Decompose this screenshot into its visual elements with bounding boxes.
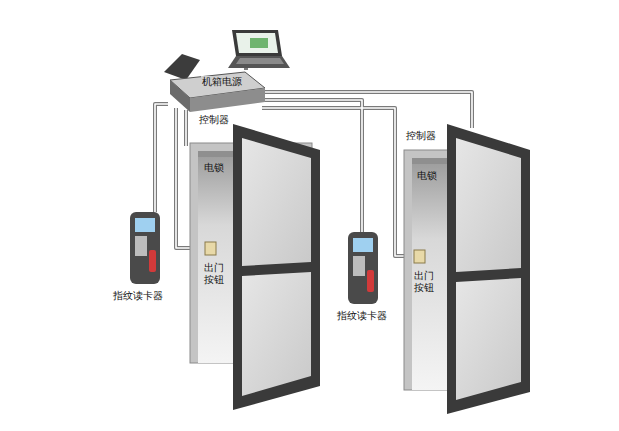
part-label: 电锁 [416, 170, 438, 182]
box-front [190, 88, 265, 112]
laptop-display [250, 38, 268, 48]
reader-body [348, 232, 378, 304]
door-glass [242, 272, 311, 396]
reader-screen [353, 238, 373, 252]
laptop-display [236, 33, 278, 53]
box-side [170, 80, 190, 112]
laptop-keyboard [236, 58, 284, 64]
laptop [228, 30, 290, 68]
laptop-base [228, 56, 290, 68]
part-label: 控制器 [405, 130, 437, 142]
reader-keypad [135, 236, 147, 256]
reader-keypad [353, 256, 365, 276]
door [404, 124, 530, 414]
laptop-screen [232, 30, 282, 56]
part-label: 机箱电源 [201, 76, 243, 88]
part-label: 控制器 [198, 114, 230, 126]
reader-sensor [367, 270, 374, 292]
box-lid [164, 54, 200, 80]
door-leaf [233, 124, 320, 410]
part-label: 电锁 [203, 162, 225, 174]
exit-button [205, 242, 216, 255]
reader-body [130, 212, 160, 284]
fingerprint-reader [130, 212, 160, 284]
reader-screen [135, 218, 155, 232]
door-glass [456, 138, 521, 272]
fingerprint-reader [348, 232, 378, 304]
door-glass [242, 138, 311, 266]
part-label: 出门 按钮 [203, 262, 229, 286]
door-glass [456, 278, 521, 400]
part-label: 指纹读卡器 [112, 290, 164, 302]
door-leaf [447, 124, 530, 414]
reader-sensor [149, 250, 156, 272]
door [190, 124, 320, 410]
wire [184, 110, 188, 146]
wire [155, 104, 168, 212]
part-label: 指纹读卡器 [336, 310, 388, 322]
controller-box [164, 54, 265, 112]
exit-button [414, 250, 425, 263]
part-label: 出门 按钮 [413, 270, 439, 294]
